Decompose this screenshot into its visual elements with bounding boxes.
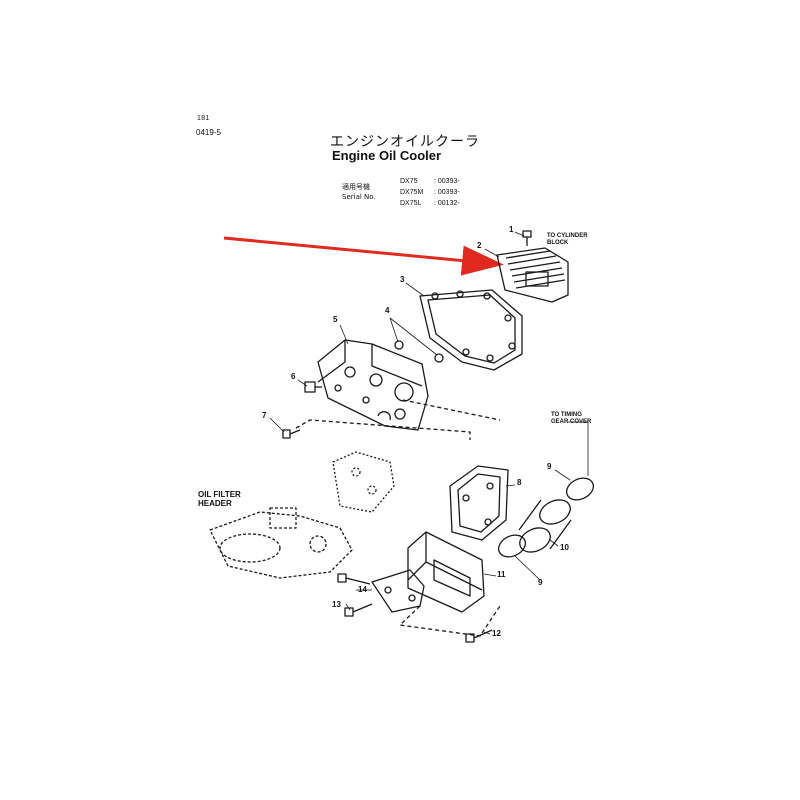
bracket-part-14	[371, 569, 425, 613]
callout-10: 10	[560, 543, 569, 552]
callout-2: 2	[477, 241, 482, 250]
assembly-line	[295, 419, 471, 440]
serial-range: : 00393-	[434, 178, 460, 185]
pointer-arrow	[223, 236, 504, 276]
callout-5: 5	[333, 315, 338, 324]
oil-cooler-core-part-2	[496, 247, 569, 303]
callout-3: 3	[400, 275, 405, 284]
oil-cooler-housing-part-5	[317, 339, 429, 431]
callout-9: 9	[538, 578, 543, 587]
callout-11: 11	[497, 570, 506, 579]
bolt-part-7	[282, 429, 301, 439]
serial-model: DX75	[400, 178, 418, 185]
note-line: OIL FILTER	[198, 490, 241, 499]
callout-13: 13	[332, 600, 341, 609]
serial-table: DX75 : 00393- DX75M : 00393- DX75L : 00132-	[400, 176, 460, 209]
callout-6: 6	[291, 372, 296, 381]
note-to-cylinder-block: TO CYLINDER BLOCK	[547, 233, 588, 247]
callout-8: 8	[517, 478, 522, 487]
callout-14: 14	[358, 585, 367, 594]
callout-1: 1	[509, 225, 514, 234]
callout-9: 9	[547, 462, 552, 471]
note-line: TO TIMING	[551, 412, 582, 418]
note-line: GEAR COVER	[551, 419, 592, 425]
serial-range: : 00393-	[434, 189, 460, 196]
note-line: HEADER	[198, 499, 232, 508]
gasket-part-8	[449, 465, 509, 541]
phantom-bracket	[332, 451, 395, 513]
bolt-part-13	[344, 603, 373, 617]
note-line: TO CYLINDER	[547, 233, 588, 239]
o-ring-part-9	[565, 477, 595, 501]
assembly-line	[402, 399, 501, 421]
serial-model: DX75M	[400, 189, 424, 196]
o-ring-part-4	[394, 340, 444, 363]
serial-row: DX75M : 00393-	[400, 187, 460, 198]
serial-row: DX75L : 00132-	[400, 198, 460, 209]
group-number: 0419-5	[196, 128, 221, 137]
plug-part-6	[304, 381, 322, 393]
callout-7: 7	[262, 411, 267, 420]
bolt-part-14-screw	[337, 573, 371, 585]
callout-12: 12	[492, 629, 501, 638]
note-to-timing-gear-cover: TO TIMING GEAR COVER	[551, 412, 591, 426]
serial-row: DX75 : 00393-	[400, 176, 460, 187]
sleeve-part-10	[518, 499, 572, 553]
leader-lines	[269, 231, 589, 635]
assembly-line	[399, 605, 501, 637]
bolt-part-12	[465, 629, 493, 643]
bolt-part-1	[522, 230, 532, 246]
serial-range: : 00132-	[434, 200, 460, 207]
page-title: Engine Oil Cooler	[332, 148, 442, 163]
serial-label-jp: 適用号機	[342, 183, 370, 191]
gasket-part-3	[419, 289, 523, 371]
title-japanese: エンジンオイルクーラ	[330, 134, 480, 150]
note-oil-filter-header: OIL FILTER HEADER	[198, 490, 241, 508]
serial-label-en: Serial No.	[342, 193, 376, 201]
serial-label: 適用号機 Serial No.	[342, 182, 376, 202]
note-line: BLOCK	[547, 240, 569, 246]
callout-4: 4	[385, 306, 390, 315]
o-ring-part-9	[497, 534, 527, 558]
cover-part-11	[407, 531, 485, 613]
serial-model: DX75L	[400, 200, 422, 207]
oil-filter-header	[209, 507, 353, 579]
page-number: 181	[197, 115, 210, 122]
